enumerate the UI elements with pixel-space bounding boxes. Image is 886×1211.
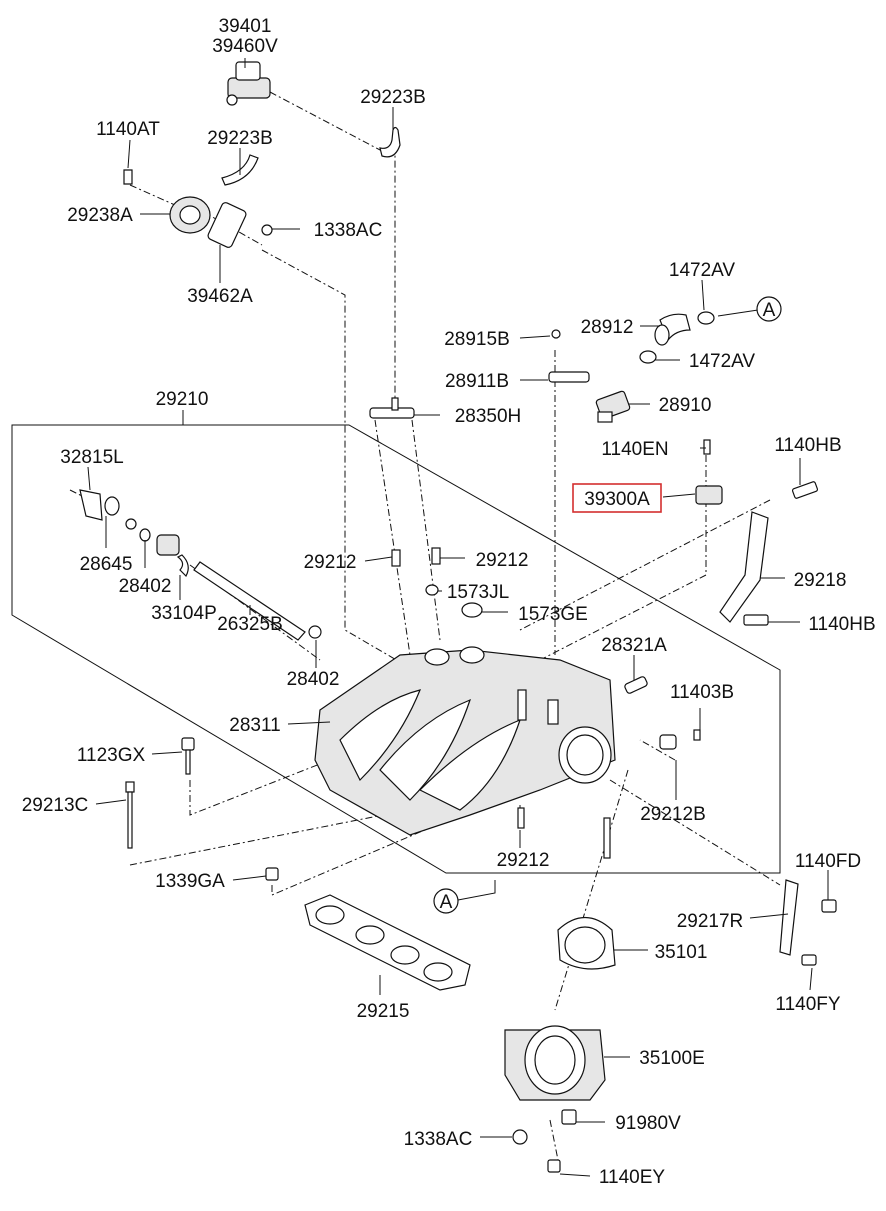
label-26325B[interactable]: 26325B: [217, 614, 283, 635]
label-33104P[interactable]: 33104P: [151, 603, 217, 624]
label-1339GA[interactable]: 1339GA: [155, 871, 225, 892]
label-1472AV[interactable]: 1472AV: [689, 351, 756, 372]
label-29215[interactable]: 29215: [357, 1001, 410, 1022]
label-29210[interactable]: 29210: [156, 389, 209, 410]
leader-lines: [87, 58, 829, 1177]
bracket-lower-part: [779, 879, 837, 966]
label-1140FD[interactable]: 1140FD: [795, 851, 861, 872]
label-35101[interactable]: 35101: [655, 942, 708, 963]
throttle-body-part: [504, 1025, 606, 1173]
label-39401[interactable]: 39401: [219, 16, 272, 37]
sensor-fitting-part: [624, 676, 701, 750]
part-labels: 39401 39460V 29223B 29223B 1140AT 29238A…: [22, 16, 876, 1188]
label-28911B[interactable]: 28911B: [445, 371, 509, 392]
reference-callout-a-bottom: A: [433, 888, 459, 914]
label-1338AC-top[interactable]: 1338AC: [314, 220, 383, 241]
intake-manifold-part: [314, 646, 616, 836]
label-1573JL[interactable]: 1573JL: [447, 582, 509, 603]
label-11403B[interactable]: 11403B: [670, 682, 734, 703]
label-29212-right[interactable]: 29212: [476, 550, 529, 571]
label-29217R[interactable]: 29217R: [677, 911, 744, 932]
label-29223B[interactable]: 29223B: [207, 128, 273, 149]
callout-letter: A: [763, 300, 776, 321]
bracket-part: [719, 481, 819, 626]
label-39300A[interactable]: 39300A: [584, 489, 650, 510]
label-28645[interactable]: 28645: [80, 554, 133, 575]
label-1123GX[interactable]: 1123GX: [77, 745, 146, 766]
label-1140EY[interactable]: 1140EY: [599, 1167, 666, 1188]
position-sensor-part: [695, 439, 723, 505]
label-91980V[interactable]: 91980V: [615, 1113, 681, 1134]
label-28311[interactable]: 28311: [229, 715, 280, 736]
label-29212-left[interactable]: 29212: [304, 552, 357, 573]
label-29212B[interactable]: 29212B: [640, 804, 706, 825]
label-1338AC[interactable]: 1338AC: [404, 1129, 473, 1150]
label-28912[interactable]: 28912: [581, 317, 634, 338]
label-28910[interactable]: 28910: [659, 395, 712, 416]
manifold-gasket-part: [304, 894, 471, 991]
label-28402-top[interactable]: 28402: [119, 576, 172, 597]
map-sensor-part: [548, 329, 631, 423]
label-1140EN[interactable]: 1140EN: [601, 439, 668, 460]
callout-letter: A: [440, 892, 453, 913]
assembly-lines: [69, 91, 781, 1171]
label-29238A[interactable]: 29238A: [67, 205, 133, 226]
pcv-fitting-part: [369, 397, 415, 419]
assembly-frame: [11, 410, 781, 874]
label-1140HB-top[interactable]: 1140HB: [774, 435, 841, 456]
label-29218[interactable]: 29218: [794, 570, 847, 591]
label-1140HB[interactable]: 1140HB: [808, 614, 875, 635]
solenoid-valve-part: [226, 61, 271, 106]
highlight-box: [572, 483, 662, 513]
label-29212-bottom[interactable]: 29212: [497, 850, 550, 871]
label-28350H[interactable]: 28350H: [455, 406, 522, 427]
throttle-gasket-part: [557, 917, 616, 970]
label-28402[interactable]: 28402: [287, 669, 340, 690]
pipes-part: [391, 547, 483, 618]
reference-callout-a-top: A: [756, 296, 782, 322]
bolts-part: [125, 737, 611, 881]
label-28321A[interactable]: 28321A: [601, 635, 667, 656]
label-39460V[interactable]: 39460V: [212, 36, 278, 57]
label-1140FY[interactable]: 1140FY: [775, 994, 840, 1015]
label-1140AT[interactable]: 1140AT: [96, 119, 160, 140]
shaft-part: [79, 489, 322, 641]
label-1573GE[interactable]: 1573GE: [518, 604, 588, 625]
label-32815L[interactable]: 32815L: [60, 447, 123, 468]
label-1472AV-top[interactable]: 1472AV: [669, 260, 736, 281]
label-28915B[interactable]: 28915B: [444, 329, 510, 350]
label-29213C[interactable]: 29213C: [22, 795, 89, 816]
intake-hose-part: [639, 311, 715, 364]
label-39462A[interactable]: 39462A: [187, 286, 253, 307]
vacuum-actuator-part: [123, 169, 273, 248]
label-35100E[interactable]: 35100E: [639, 1048, 705, 1069]
label-29223B-top[interactable]: 29223B: [360, 87, 426, 108]
